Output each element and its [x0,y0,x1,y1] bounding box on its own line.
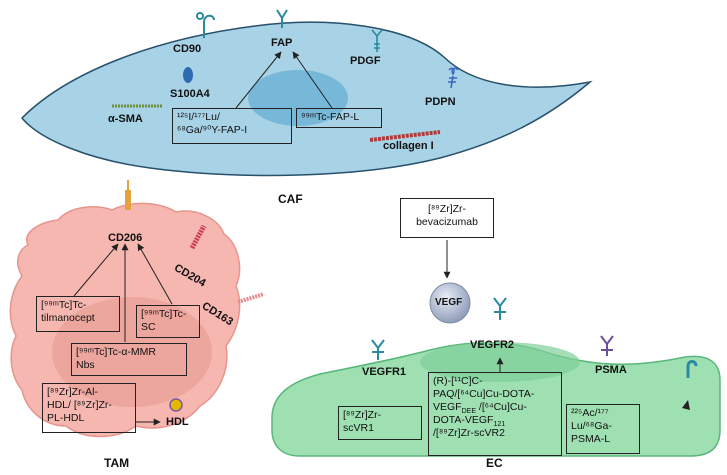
cd206-receptor-icon [125,180,131,210]
collagen-fiber-icon [369,130,441,142]
scvr1-probe-line1: [⁸⁹Zr]Zr- [343,409,382,421]
s100a4-label: S100A4 [170,88,210,100]
tam-nucleus [52,297,212,407]
vegfr2-probe-line3: VEGF [433,401,462,413]
fap-receptor-icon [276,9,288,28]
psma-probe-line2: Lu/⁶⁸Ga- [571,420,612,432]
vegfr2-probe-box: (R)-[¹¹C]C- PAQ/[⁶⁴Cu]Cu-DOTA- VEGFDEE /… [428,372,562,456]
tam-title: TAM [104,456,130,470]
fapi-probe-line1: ¹²⁵I/¹⁷⁷Lu/ [177,111,220,123]
pdgf-receptor-icon [371,29,383,52]
tilmanocept-probe-line1: [⁹⁹ᵐTc]Tc- [41,299,87,311]
tilmanocept-probe-line2: tilmanocept [41,312,95,324]
hdl-particle-icon [169,398,183,412]
cd163-receptor-icon [237,292,265,304]
vegf-sphere-icon [429,282,471,324]
hdl-probe-line2: HDL/ [⁸⁹Zr]Zr- [47,399,112,411]
ec-small-arrow-icon [682,400,690,410]
bevacizumab-probe-line2: bevacizumab [416,216,478,228]
vegfr2-probe-line1: (R)-[¹¹C]C- [433,375,483,387]
cd206-label: CD206 [108,232,143,244]
vegfr1-receptor-icon [371,339,385,360]
bevacizumab-probe-box: [⁸⁹Zr]Zr- bevacizumab [400,198,494,238]
psma-label: PSMA [595,364,627,376]
sc-probe-box: [⁹⁹ᵐTc]Tc- SC [136,305,200,338]
hdl-probe-box: [⁸⁹Zr]Zr-Al- HDL/ [⁸⁹Zr]Zr- PL-HDL [42,383,136,433]
psma-probe-line3: PSMA-L [571,433,611,445]
cd204-receptor-icon [189,224,207,250]
arrow-sc-to-cd206 [137,243,173,305]
vegfr2-probe-line4-wrap: DOTA-VEGF121 [433,414,557,429]
vegfr2-probe-line3-sub: DEE [461,408,476,416]
arrow-tilmanocept-to-cd206 [73,243,119,297]
psma-probe-box: ²²⁵Ac/¹⁷⁷ Lu/⁶⁸Ga- PSMA-L [566,404,640,454]
psma-probe-line1: ²²⁵Ac/¹⁷⁷ [571,407,609,419]
pdpn-receptor-icon [448,67,459,89]
vegfr2-probe-line3-wrap: VEGFDEE /[⁶⁴Cu]Cu- [433,401,557,416]
hdl-probe-line3: PL-HDL [47,412,85,424]
fapi-probe-line2: ⁶⁸Ga/⁹⁰Y-FAP-I [177,124,248,136]
vegfr2-receptor-icon [493,297,507,320]
hdl-probe-line1: [⁸⁹Zr]Zr-Al- [47,386,98,398]
mmr-probe-line2: Nbs [76,359,95,371]
bevacizumab-probe-line1: [⁸⁹Zr]Zr- [427,203,467,215]
vegfr2-label: VEGFR2 [470,339,515,351]
vegfr1-label: VEGFR1 [362,366,407,378]
scvr1-probe-line2: scVR1 [343,422,374,434]
arrow-fapi-to-fap [235,51,282,109]
fapl-probe-text: ⁹⁹ᵐTc-FAP-L [301,111,360,123]
vegfr2-probe-line4-sub: 121 [493,421,506,429]
sc-probe-line2: SC [141,321,156,333]
mmr-probe-box: [⁹⁹ᵐTc]Tc-α-MMR Nbs [71,343,187,376]
s100a4-protein-icon [183,67,193,83]
cd90-receptor-icon [196,12,215,38]
tilmanocept-probe-box: [⁹⁹ᵐTc]Tc- tilmanocept [36,296,120,332]
ec-cell [271,341,721,457]
ec-title: EC [486,456,503,470]
fap-label: FAP [271,37,293,49]
sc-probe-line1: [⁹⁹ᵐTc]Tc- [141,308,187,320]
vegfr2-probe-line5: /[⁸⁹Zr]Zr-scVR2 [433,427,505,439]
psma-receptor-icon [600,335,614,356]
mmr-probe-line1: [⁹⁹ᵐTc]Tc-α-MMR [76,346,156,358]
caf-title: CAF [278,192,303,206]
vegfr2-probe-line2: PAQ/[⁶⁴Cu]Cu-DOTA- [433,388,535,400]
vegfr2-probe-line4: DOTA-VEGF [433,414,494,426]
arrow-fapl-to-fap [292,51,333,109]
vegf-label: VEGF [435,297,463,308]
pdgf-label: PDGF [350,55,381,67]
alpha-sma-label: α-SMA [108,113,143,125]
cd90-label: CD90 [173,43,202,55]
vegfr2-probe-line3b: /[⁶⁴Cu]Cu- [476,401,527,413]
scvr1-probe-box: [⁸⁹Zr]Zr- scVR1 [338,406,422,440]
fapl-probe-box: ⁹⁹ᵐTc-FAP-L [296,108,382,128]
collagen-label: collagen I [383,140,434,152]
ec-surface-protein-icon [686,360,698,378]
caf-nucleus [248,70,348,126]
pdpn-label: PDPN [425,96,456,108]
fapi-probe-box: ¹²⁵I/¹⁷⁷Lu/ ⁶⁸Ga/⁹⁰Y-FAP-I [172,108,292,144]
hdl-label: HDL [166,416,189,428]
